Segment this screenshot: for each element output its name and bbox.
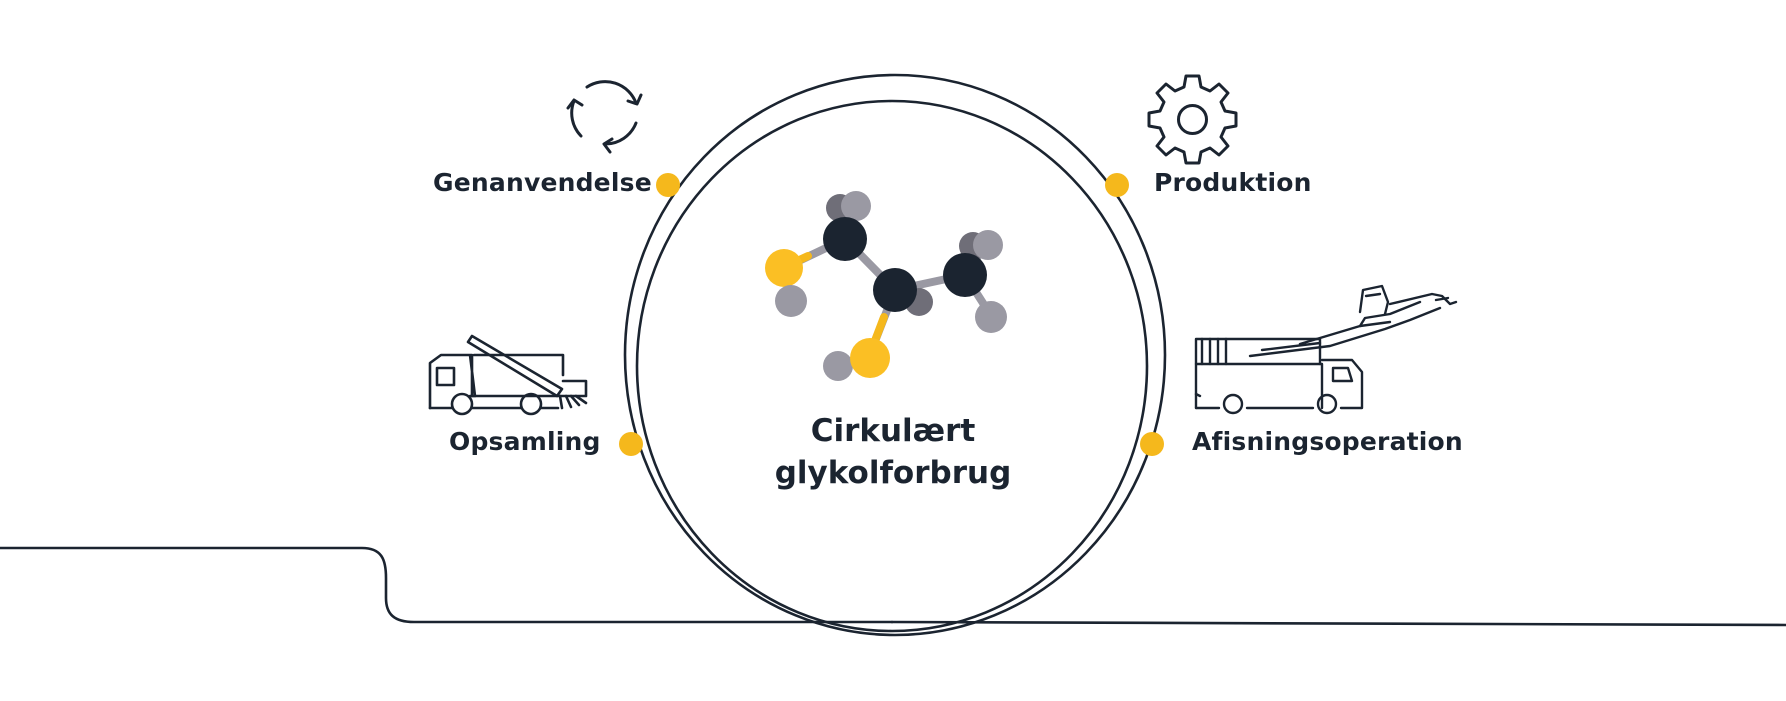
node-label-produktion: Produktion [1154, 168, 1312, 197]
node-dots [619, 173, 1164, 456]
left-track-line [0, 546, 894, 624]
node-label-genanvendelse: Genanvendelse [433, 168, 652, 197]
sweeper-truck-icon [428, 334, 588, 416]
inner-loop-ring [635, 99, 1149, 633]
node-dot-produktion [1105, 173, 1129, 197]
center-title: Cirkulært glykolforbrug [743, 410, 1043, 494]
center-title-line1: Cirkulært [810, 413, 976, 449]
glycol-molecule-icon [765, 191, 1007, 381]
node-dot-genanvendelse [656, 173, 680, 197]
recycle-icon [566, 80, 643, 154]
outer-loop-ring [623, 73, 1167, 637]
loop-lines [0, 73, 1786, 637]
deicing-truck-icon [1194, 284, 1458, 415]
node-dot-opsamling [619, 432, 643, 456]
gear-icon [1147, 74, 1238, 165]
node-label-afisningsoperation: Afisningsoperation [1192, 427, 1463, 456]
right-track-line [890, 620, 1786, 627]
node-dot-afisningsoperation [1140, 432, 1164, 456]
node-label-opsamling: Opsamling [449, 427, 601, 456]
center-title-line2: glykolforbrug [774, 455, 1012, 491]
